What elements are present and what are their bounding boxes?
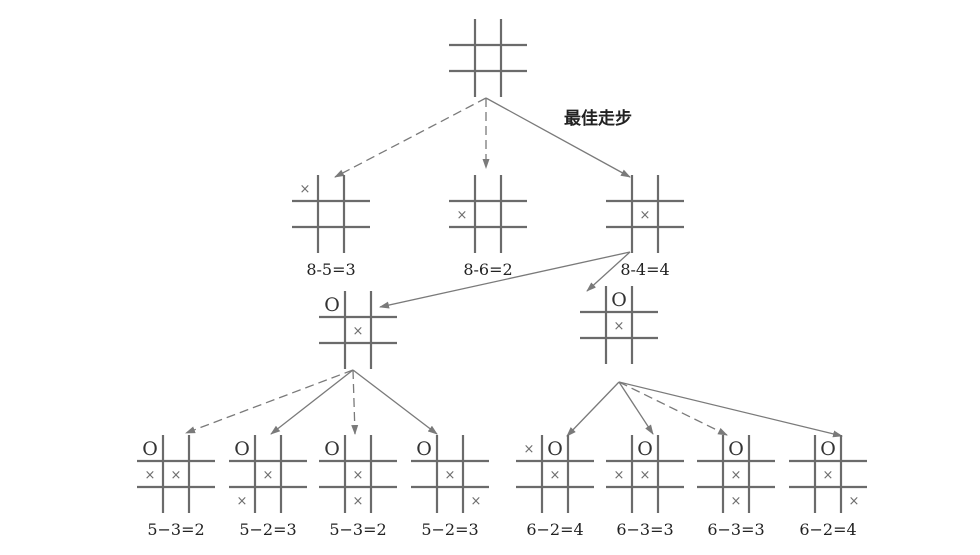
x-mark: × <box>731 468 742 483</box>
board-l3-5: × O × 6−2=4 <box>516 435 594 539</box>
x-mark: × <box>145 468 156 483</box>
o-mark: O <box>728 438 744 460</box>
x-mark: × <box>237 494 248 509</box>
x-mark: × <box>353 494 364 509</box>
o-mark: O <box>416 438 432 460</box>
o-mark: O <box>637 438 653 460</box>
edge-l2-a-to-l3-2 <box>270 369 354 435</box>
x-mark: × <box>445 468 456 483</box>
boards-layer: ×8-5=3×8-6=2×8-4=4O×O×O××5−3=2O××5−2=3O×… <box>137 19 867 539</box>
o-mark: O <box>324 294 340 316</box>
board-l3-2: O × × 5−2=3 <box>229 435 307 539</box>
x-mark: × <box>263 468 274 483</box>
edge-l1-c-to-l2-b <box>586 251 631 292</box>
o-mark: O <box>142 438 158 460</box>
x-mark: × <box>823 468 834 483</box>
x-mark: × <box>524 442 535 457</box>
x-mark: × <box>640 468 651 483</box>
edge-l2-a-to-l3-3 <box>351 369 359 435</box>
x-mark: × <box>614 319 625 334</box>
edges-layer <box>185 97 843 438</box>
score-label: 5−3=2 <box>147 520 204 539</box>
board-l3-4: O × × 5−2=3 <box>411 435 489 539</box>
board-l2-a: O× <box>319 291 397 369</box>
o-mark: O <box>234 438 250 460</box>
x-mark: × <box>353 468 364 483</box>
o-mark: O <box>820 438 836 460</box>
board-l3-6: O × × 6−3=3 <box>606 435 684 539</box>
x-mark: × <box>471 494 482 509</box>
board-l3-1: O × × 5−3=2 <box>137 435 215 539</box>
edge-l2-b-to-l3-7 <box>618 381 728 436</box>
x-mark: × <box>171 468 182 483</box>
score-label: 5−3=2 <box>329 520 386 539</box>
edge-root-to-l1-a <box>334 97 487 178</box>
best-move-label: 最佳走步 <box>564 108 632 129</box>
score-label: 5−2=3 <box>239 520 296 539</box>
x-mark: × <box>849 494 860 509</box>
board-l3-8: O × × 6−2=4 <box>789 435 867 539</box>
board-l1-c: × 8-4=4 <box>606 175 684 279</box>
board-root <box>449 19 527 97</box>
edge-root-to-l1-c <box>485 97 631 178</box>
board-l2-b: O× <box>580 286 658 364</box>
edge-l2-b-to-l3-6 <box>618 381 654 435</box>
board-l3-3: O × × 5−3=2 <box>319 435 397 539</box>
edge-l2-b-to-l3-8 <box>618 381 843 438</box>
o-mark: O <box>611 289 627 311</box>
x-mark: × <box>731 494 742 509</box>
board-l1-a: × 8-5=3 <box>292 175 370 279</box>
x-mark: × <box>353 324 364 339</box>
edge-l2-a-to-l3-4 <box>352 369 438 435</box>
x-mark: × <box>457 208 468 223</box>
score-label: 8-5=3 <box>306 260 355 279</box>
edge-l1-c-to-l2-a <box>379 251 631 309</box>
o-mark: O <box>547 438 563 460</box>
score-label: 6−3=3 <box>616 520 673 539</box>
board-l1-b: × 8-6=2 <box>449 175 527 279</box>
score-label: 6−2=4 <box>799 520 856 539</box>
score-label: 6−3=3 <box>707 520 764 539</box>
board-l3-7: O × × 6−3=3 <box>697 435 775 539</box>
o-mark: O <box>324 438 340 460</box>
score-label: 6−2=4 <box>526 520 583 539</box>
edge-l2-b-to-l3-5 <box>566 381 620 437</box>
x-mark: × <box>300 182 311 197</box>
edge-l2-a-to-l3-1 <box>185 369 354 434</box>
x-mark: × <box>550 468 561 483</box>
score-label: 5−2=3 <box>421 520 478 539</box>
x-mark: × <box>640 208 651 223</box>
x-mark: × <box>614 468 625 483</box>
score-label: 8-6=2 <box>463 260 512 279</box>
score-label: 8-4=4 <box>620 260 669 279</box>
